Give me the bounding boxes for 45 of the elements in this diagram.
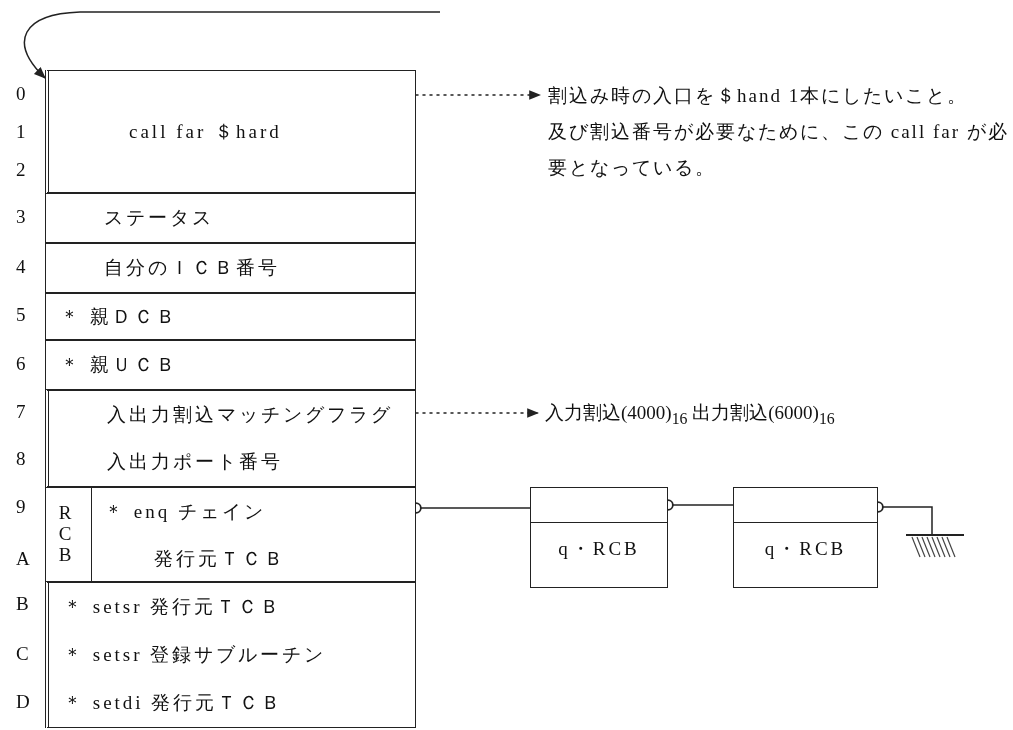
offset-label: 8 — [16, 448, 26, 470]
memory-field-box — [45, 340, 416, 390]
field-label: ＊ setsr 発行元ＴＣＢ — [63, 595, 283, 619]
field-label: 入出力割込マッチングフラグ — [107, 402, 393, 427]
block-label: q・RCB — [557, 537, 641, 561]
offset-label: A — [16, 548, 30, 570]
note-text: 入力割込(4000)$_{16}$ 出力割込(6000)$_{16}$ — [545, 400, 1013, 428]
field-label: ＊ setsr 登録サブルーチン — [63, 643, 327, 667]
field-label: ＊ setdi 発行元ＴＣＢ — [63, 691, 284, 715]
queue-block-box — [733, 487, 878, 588]
note-text: 及び割込番号が必要なために、この call far が必要となっている。 — [548, 120, 1010, 180]
queue-block-box — [530, 487, 668, 588]
offset-label: 0 — [16, 83, 26, 105]
dotted-arrow — [415, 408, 540, 418]
block-label: q・RCB — [763, 537, 848, 561]
offset-label: 3 — [16, 206, 26, 228]
dotted-arrow — [415, 90, 542, 100]
offset-label: 7 — [16, 401, 26, 423]
memory-field-box — [45, 243, 416, 293]
arrow — [24, 11, 441, 79]
memory-field-box — [45, 582, 416, 728]
offset-label: 9 — [16, 496, 26, 518]
note-text: 割込み時の入口を＄hand 1本にしたいこと。 — [548, 84, 970, 108]
field-label: ＊ enq チェイン — [104, 499, 266, 524]
field-label: 自分のＩＣＢ番号 — [104, 256, 280, 280]
offset-label: 6 — [16, 353, 26, 375]
offset-label: C — [16, 643, 29, 665]
ground-symbol — [906, 534, 964, 558]
memory-field-box — [45, 193, 416, 243]
memory-field-box — [45, 293, 416, 340]
offset-label: 1 — [16, 121, 26, 143]
memory-field-box — [45, 70, 416, 193]
offset-label: 4 — [16, 256, 26, 278]
field-label: 入出力ポート番号 — [107, 450, 283, 475]
field-label: 発行元ＴＣＢ — [154, 547, 286, 572]
field-label: ＊ 親ＤＣＢ — [60, 304, 178, 329]
field-label: ＊ 親ＵＣＢ — [60, 353, 178, 377]
field-label: call far ＄hard — [129, 119, 282, 144]
offset-label: B — [16, 593, 29, 615]
offset-label: 2 — [16, 159, 26, 181]
block-label: RCB — [58, 502, 72, 565]
field-label: ステータス — [104, 206, 214, 230]
offset-label: D — [16, 691, 30, 713]
offset-label: 5 — [16, 304, 26, 326]
memory-field-box — [45, 390, 416, 487]
